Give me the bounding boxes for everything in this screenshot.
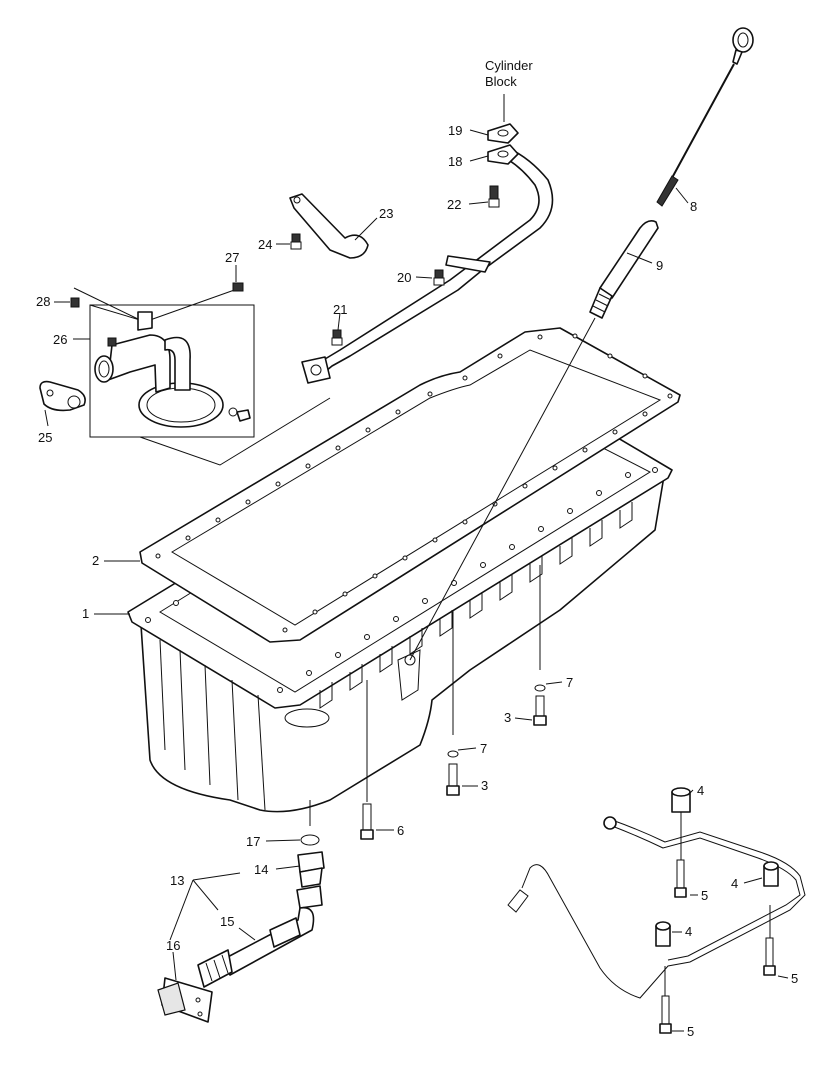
callout-25: 25 — [38, 430, 52, 445]
callout-28: 28 — [36, 294, 50, 309]
callout-21: 21 — [333, 302, 347, 317]
callout-17: 17 — [246, 834, 260, 849]
callout-9: 9 — [656, 258, 663, 273]
callout-23: 23 — [379, 206, 393, 221]
callout-27: 27 — [225, 250, 239, 265]
callout-22: 22 — [447, 197, 461, 212]
oil-pan-gasket — [139, 327, 681, 643]
dipstick-tube — [409, 220, 659, 661]
gasket-holes — [155, 333, 673, 633]
pipe-bracket — [289, 193, 369, 259]
callout-2: 2 — [92, 553, 99, 568]
callout-24: 24 — [258, 237, 272, 252]
cylinder-block-label: Cylinder Block — [485, 58, 533, 122]
callout-5c: 5 — [687, 1024, 694, 1039]
drain-hose-assembly — [157, 800, 325, 1023]
callout-6: 6 — [397, 823, 404, 838]
callout-7a: 7 — [566, 675, 573, 690]
callout-4c: 4 — [685, 924, 692, 939]
callout-15: 15 — [220, 914, 234, 929]
oil-strainer-inset — [39, 282, 331, 466]
callout-26: 26 — [53, 332, 67, 347]
callout-4b: 4 — [731, 876, 738, 891]
callout-7b: 7 — [480, 741, 487, 756]
pan-bolts — [360, 565, 547, 840]
callout-3a: 3 — [504, 710, 511, 725]
callout-16: 16 — [166, 938, 180, 953]
cylinder-block-label-line2: Block — [485, 74, 517, 89]
callout-18: 18 — [448, 154, 462, 169]
callout-numbers: 1 2 3 3 4 4 4 5 5 5 6 7 7 8 9 13 14 15 1… — [36, 123, 798, 1039]
callout-19: 19 — [448, 123, 462, 138]
callout-4a: 4 — [697, 783, 704, 798]
callout-3b: 3 — [481, 778, 488, 793]
callout-1: 1 — [82, 606, 89, 621]
callout-5a: 5 — [701, 888, 708, 903]
harness-bracket-assembly — [507, 787, 806, 1034]
callout-20: 20 — [397, 270, 411, 285]
callout-14: 14 — [254, 862, 268, 877]
callout-8: 8 — [690, 199, 697, 214]
callout-13: 13 — [170, 873, 184, 888]
leader-lines — [44, 129, 789, 1032]
callout-5b: 5 — [791, 971, 798, 986]
cylinder-block-label-line1: Cylinder — [485, 58, 533, 73]
oil-suction-pipe — [301, 123, 554, 384]
dipstick — [656, 27, 754, 207]
